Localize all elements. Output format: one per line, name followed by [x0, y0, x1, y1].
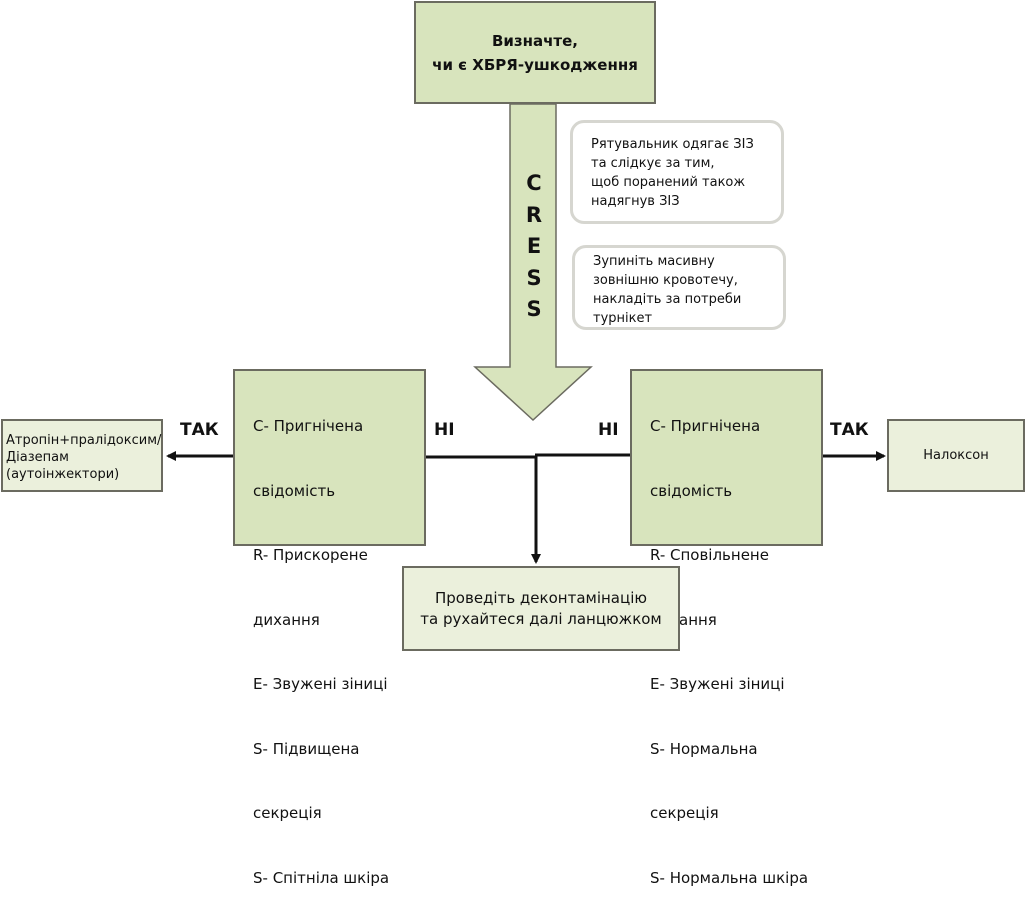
symptom-line: S- Спітніла шкіра: [253, 868, 390, 887]
ppe-note: Рятувальник одягає ЗІЗ та слідкує за тим…: [570, 120, 784, 224]
naloxone-text: Налоксон: [923, 448, 989, 463]
top-box-line2: чи є ХБРЯ-ушкодження: [432, 55, 638, 74]
connectors: [166, 103, 886, 564]
symptom-line: R- Сповільнене: [650, 546, 769, 564]
symptom-line: S- Нормальна: [650, 739, 758, 758]
symptom-line: секреція: [650, 804, 719, 822]
opioid-symptoms-box: C- Пригнічена свідомість R- Сповільнене …: [630, 369, 823, 887]
cress-letter: S: [526, 265, 542, 290]
ppe-note-text: Рятувальник одягає ЗІЗ та слідкує за тим…: [591, 137, 754, 209]
cress-letter: R: [525, 202, 543, 227]
cress-letter: S: [526, 297, 542, 321]
yes-label-right: ТАК: [830, 420, 869, 440]
bottom-box-line1: Проведіть деконтамінацію: [435, 588, 647, 607]
bleeding-note: Зупиніть масивну зовнішню кровотечу, нак…: [572, 245, 786, 330]
symptom-line: S- Підвищена: [253, 739, 360, 758]
symptom-line: E- Звужені зіниці: [650, 675, 785, 693]
no-label-left: НІ: [434, 420, 455, 440]
symptom-line: дихання: [253, 610, 320, 629]
cress-letter: E: [526, 234, 542, 258]
decontamination-box: Проведіть деконтамінацію та рухайтеся да…: [402, 566, 680, 651]
symptom-line: R- Прискорене: [253, 546, 368, 564]
symptom-line: S- Нормальна шкіра: [650, 868, 809, 887]
bleeding-note-text: Зупиніть масивну зовнішню кровотечу, нак…: [593, 254, 742, 326]
naloxone-box: Налоксон: [887, 419, 1025, 492]
atropine-line2: Діазепам: [6, 450, 69, 465]
no-label-right: НІ: [598, 420, 619, 440]
cress-acronym: C R E S S: [512, 168, 556, 326]
determine-cbrn-box: Визначте, чи є ХБРЯ-ушкодження: [414, 1, 656, 104]
atropine-box: Атропін+пралідоксим/ Діазепам (аутоінжек…: [1, 419, 163, 492]
bottom-box-line2: та рухайтеся далі ланцюжком: [420, 609, 662, 628]
symptom-line: свідомість: [650, 481, 733, 500]
cress-letter: C: [526, 171, 542, 195]
atropine-line3: (аутоінжектори): [6, 467, 120, 482]
symptom-line: C- Пригнічена: [253, 417, 364, 435]
symptom-line: E- Звужені зіниці: [253, 675, 388, 693]
symptom-line: свідомість: [253, 481, 336, 500]
organophosphate-symptoms-box: C- Пригнічена свідомість R- Прискорене д…: [233, 369, 426, 887]
symptom-line: C- Пригнічена: [650, 417, 761, 435]
yes-label-left: ТАК: [180, 420, 219, 440]
top-box-line1: Визначте,: [491, 31, 578, 50]
cress-arrow-shape: [473, 103, 593, 422]
symptom-line: секреція: [253, 804, 322, 822]
atropine-line1: Атропін+пралідоксим/: [6, 433, 162, 448]
